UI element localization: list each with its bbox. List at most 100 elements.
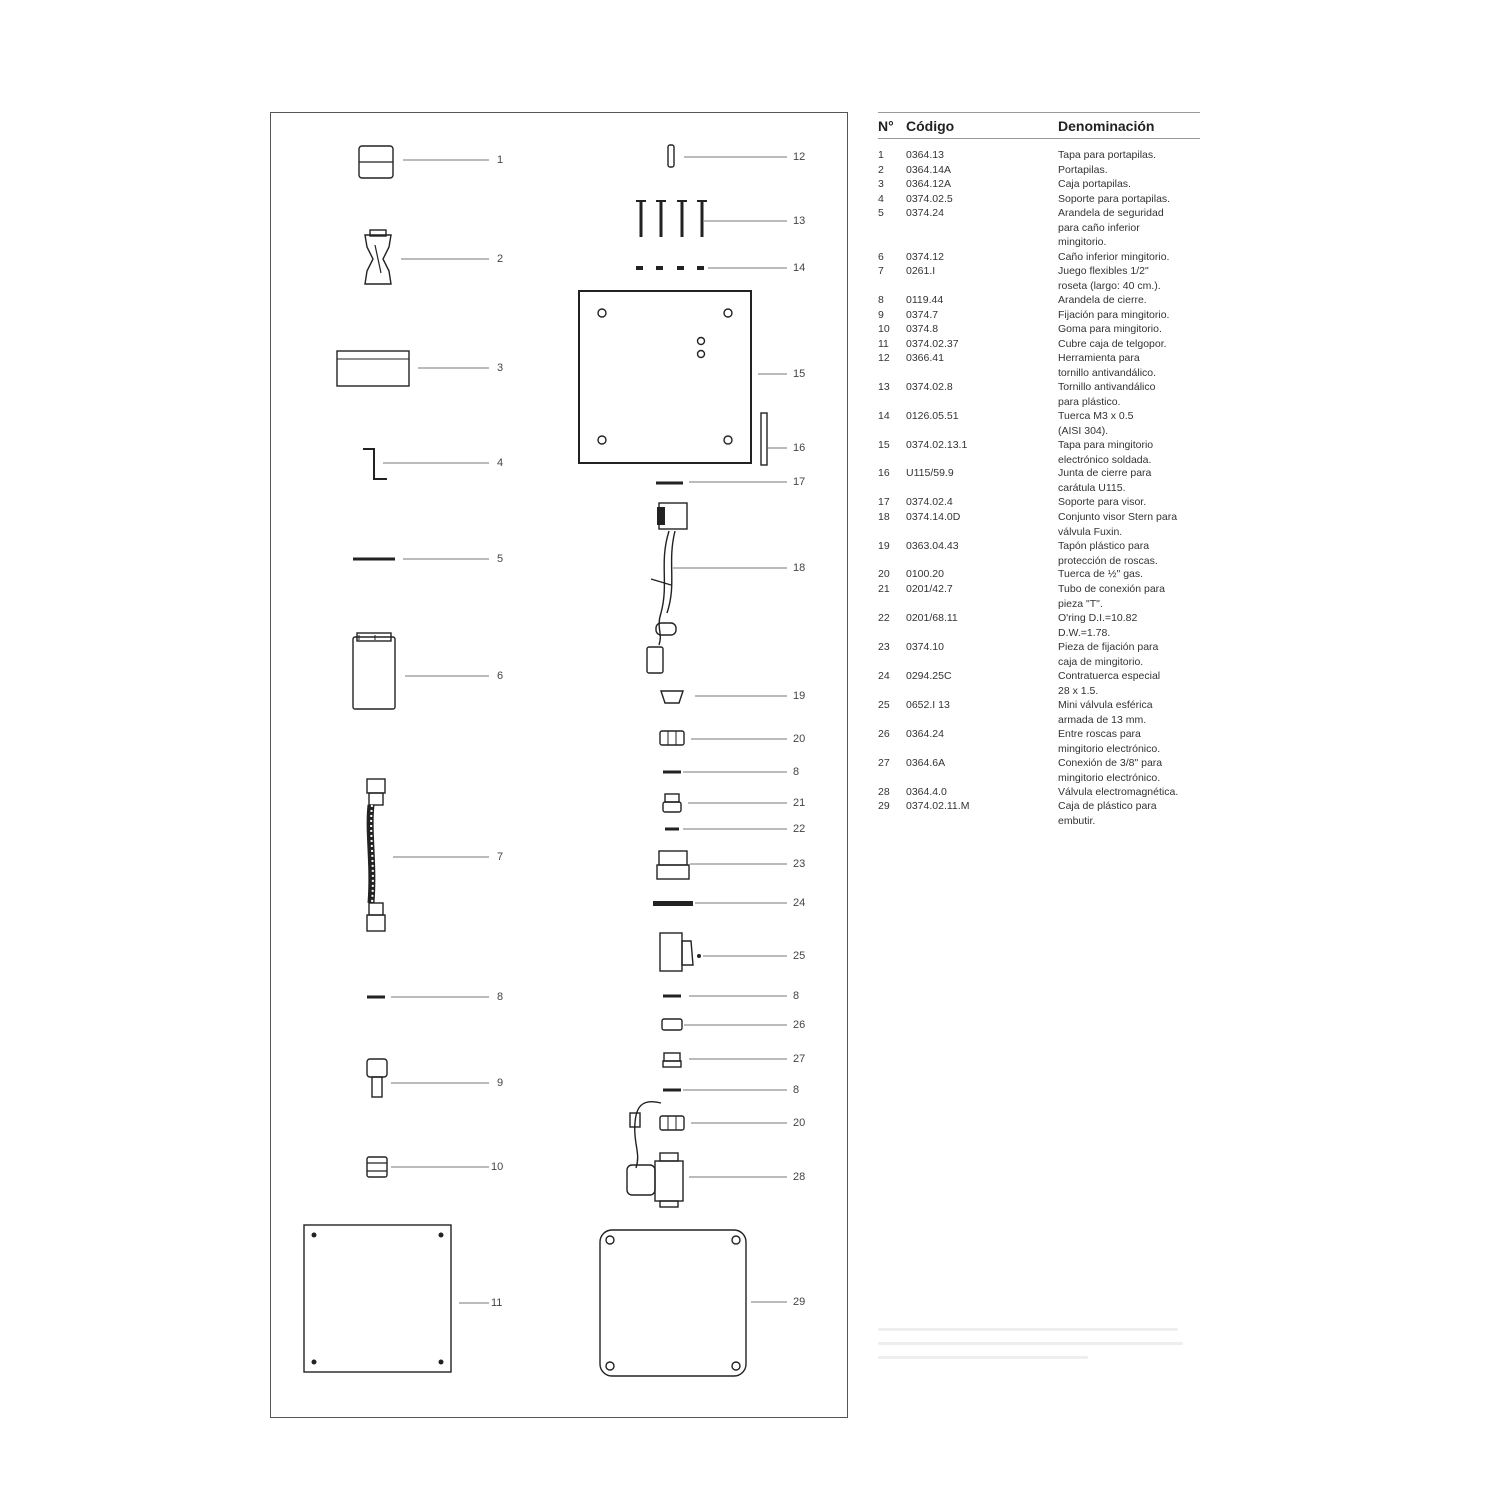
table-header: N° Código Denominación [878,118,1200,140]
corner-hole [605,1235,615,1245]
lock-nut-drawing [653,901,693,906]
part-detail [366,914,386,932]
row-description: Fijación para mingitorio. [1058,308,1203,323]
battery-cover-drawing [358,145,394,179]
row-number: 1 [878,149,884,161]
row-number: 21 [878,583,890,595]
row-description-line: Cubre caja de telgopor. [1058,338,1167,350]
callout-number-sensor-assembly: 18 [793,562,806,574]
callout-number-battery-cover: 1 [497,154,504,166]
sensor-clip [657,507,665,525]
callout-number-connector: 27 [793,1053,806,1065]
row-description-line: Tapa para portapilas. [1058,149,1157,161]
callout-number-visor-support: 17 [793,476,806,488]
row-code: 0374.02.13.1 [906,439,968,451]
callout-number-nuts: 14 [793,262,806,274]
row-code: 0364.4.0 [906,786,947,798]
row-description-line: protección de roscas. [1058,554,1158,567]
callout-number-closing-washer: 8 [497,991,504,1003]
part-outline [366,1058,388,1078]
tool-bit-drawing [667,144,675,168]
gasket-drawing [760,412,768,466]
corner-hole [311,1359,317,1365]
row-description-line: Entre roscas para [1058,728,1141,740]
screw-hole [597,308,607,318]
row-code: 0374.7 [906,309,939,321]
valve-outlet [659,1200,679,1208]
part-detail [371,1076,383,1098]
row-description: Tuerca M3 x 0.5(AISI 304). [1058,409,1203,438]
row-description-line: mingitorio electrónico. [1058,771,1161,784]
cable-tie [650,578,672,586]
part-outline [659,1115,685,1131]
callout-number-lower-spout: 6 [497,670,504,682]
battery-box-drawing [336,350,410,387]
ball-valve-drawing [659,932,701,972]
faded-line [878,1328,1178,1331]
solenoid-coil [626,1164,656,1196]
row-description: Tapa para portapilas. [1058,148,1203,163]
row-number: 13 [878,381,890,393]
callout-number-nut: 20 [793,733,806,745]
callout-number-closing-washer: 8 [793,766,800,778]
part-detail [664,793,680,803]
part-outline [303,1224,452,1373]
callout-number-safety-washer: 5 [497,553,504,565]
row-number: 2 [878,164,884,176]
row-description-line: armada de 13 mm. [1058,713,1147,726]
row-code: 0374.8 [906,323,939,335]
row-description-line: Soporte para portapilas. [1058,193,1171,205]
row-description-line: Soporte para visor. [1058,496,1147,508]
row-description-line: Contratuerca especial [1058,670,1161,682]
row-description: Goma para mingitorio. [1058,322,1203,337]
sensor-cable [658,530,670,646]
callout-number-screws: 13 [793,215,806,227]
row-description-line: O'ring D.I.=10.82 [1058,612,1138,624]
row-description-line: Tapa para mingitorio [1058,439,1154,451]
row-description: Válvula electromagnética. [1058,785,1203,800]
foam-box-cover-drawing [303,1224,452,1373]
corner-hole [311,1232,317,1238]
thread-cap-drawing [660,690,684,704]
row-code: 0364.13 [906,149,944,161]
nuts-drawing [636,266,704,270]
row-number: 9 [878,309,884,321]
fixing-piece-drawing [656,850,690,880]
row-description: Portapilas. [1058,163,1203,178]
part-outline [662,801,682,813]
row-code: U115/59.9 [906,467,954,479]
row-code: 0374.02.37 [906,338,959,350]
part-outline [366,1156,388,1178]
nut [677,266,684,270]
part-outline [659,932,683,972]
callout-number-rubber-ring: 10 [491,1161,504,1173]
row-description-line: Tuerca de ½" gas. [1058,568,1144,580]
part-outline [667,144,675,168]
header-name: Denominación [1058,118,1155,134]
threaded-connector-drawing [661,1018,683,1031]
holder-bracket-drawing [363,448,387,480]
callout-number-ball-valve: 25 [793,950,806,962]
part-outline [363,448,387,480]
nut [656,266,663,270]
row-number: 29 [878,800,890,812]
callout-number-connection-tube: 21 [793,797,806,809]
row-description-line: Fijación para mingitorio. [1058,309,1170,321]
row-description-line: Junta de cierre para [1058,467,1152,479]
screw-hole [597,435,607,445]
row-description-line: Herramienta para [1058,352,1140,364]
row-code: 0126.05.51 [906,410,959,422]
plastic-box-drawing [599,1229,747,1377]
row-description-line: embutir. [1058,814,1096,827]
row-description-line: (AISI 304). [1058,424,1109,437]
battery-holder-drawing [364,229,392,285]
lower-spout-drawing [352,632,396,710]
part-detail [658,850,688,866]
fixing-screw-drawing [366,1058,388,1098]
row-description-line: Tubo de conexión para [1058,583,1166,595]
